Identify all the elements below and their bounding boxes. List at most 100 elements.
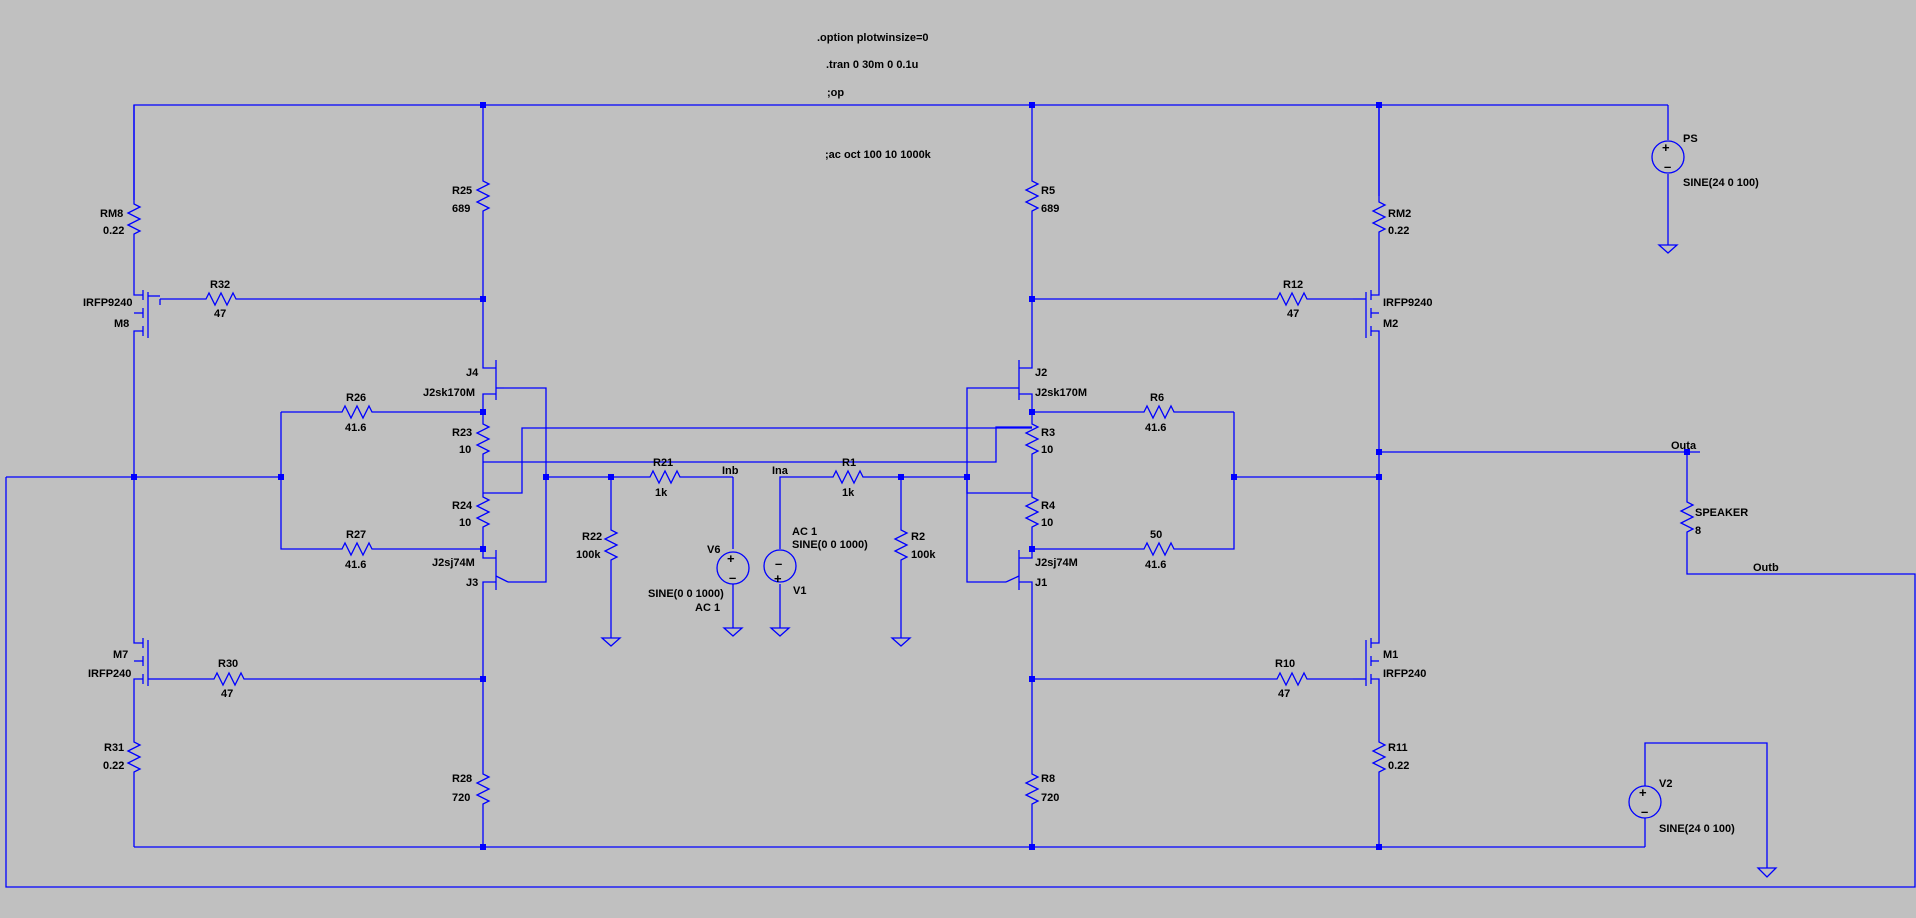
resistor-R4[interactable]: R4 10	[1024, 493, 1056, 533]
plus-icon: +	[774, 571, 782, 586]
resistor-R30[interactable]: R30 47	[210, 658, 246, 700]
resistor-R22[interactable]: R22 100k	[576, 525, 619, 565]
resistor-value: 10	[459, 517, 471, 529]
resistor-name: R31	[104, 742, 124, 754]
resistor-R21[interactable]: R21 1k	[646, 457, 682, 499]
jfet-J1[interactable]: J2sj74M J1	[1005, 550, 1078, 590]
source-V1[interactable]: – + AC 1 SINE(0 0 1000) V1	[763, 526, 868, 597]
resistor-R26[interactable]: R26 41.6	[338, 392, 374, 434]
resistor-name: R2	[911, 531, 925, 543]
source-ac: AC 1	[792, 526, 817, 538]
resistor-value: 720	[1041, 792, 1059, 804]
resistor-value: 41.6	[1145, 559, 1166, 571]
resistor-name: SPEAKER	[1695, 507, 1748, 519]
jfet-name: J1	[1035, 577, 1047, 589]
resistor-R24[interactable]: R24 10	[452, 493, 491, 533]
mosfet-M1[interactable]: M1 IRFP240	[1353, 638, 1426, 686]
mosfet-M8[interactable]: IRFP9240 M8	[83, 290, 161, 338]
jfet-model: J2sk170M	[423, 387, 475, 399]
spice-directive-tran[interactable]: .tran 0 30m 0 0.1u	[826, 59, 918, 71]
minus-icon: –	[1641, 804, 1648, 819]
minus-icon: –	[1664, 159, 1671, 174]
resistor-value: 47	[221, 688, 233, 700]
jfet-J2[interactable]: J2 J2sk170M	[1010, 360, 1087, 402]
resistor-value: 47	[1278, 688, 1290, 700]
mosfet-model: IRFP240	[88, 668, 131, 680]
jfet-J4[interactable]: J4 J2sk170M	[423, 360, 504, 402]
resistor-R12[interactable]: R12 47	[1273, 279, 1309, 320]
resistor-R25[interactable]: R25 689	[452, 175, 491, 219]
plus-icon: +	[727, 551, 735, 566]
resistor-value: 47	[214, 308, 226, 320]
mosfet-model: IRFP240	[1383, 668, 1426, 680]
source-V2[interactable]: + – V2 SINE(24 0 100)	[1628, 778, 1735, 835]
source-name: V1	[793, 585, 806, 597]
resistor-R27[interactable]: R27 41.6	[338, 529, 374, 571]
mosfet-name: M1	[1383, 649, 1398, 661]
source-value: SINE(24 0 100)	[1683, 177, 1759, 189]
resistor-value: 689	[452, 203, 470, 215]
source-ac: AC 1	[695, 602, 720, 614]
resistor-RM2[interactable]: RM2 0.22	[1371, 196, 1411, 240]
mosfet-name: M7	[113, 649, 128, 661]
resistor-R2[interactable]: R2 100k	[893, 525, 936, 565]
resistor-value: 1k	[842, 487, 855, 499]
ground-icon	[769, 627, 791, 637]
resistor-R6[interactable]: R6 41.6	[1140, 392, 1176, 434]
resistor-value: 100k	[911, 549, 936, 561]
resistor-R11[interactable]: R11 0.22	[1371, 738, 1409, 778]
resistor-value: 10	[1041, 444, 1053, 456]
ground-icon	[890, 637, 912, 647]
mosfet-name: M2	[1383, 318, 1398, 330]
resistor-name: R23	[452, 427, 472, 439]
resistor-R1[interactable]: R1 1k	[829, 457, 865, 499]
spice-directive-option[interactable]: .option plotwinsize=0	[817, 32, 929, 44]
source-PS[interactable]: + – PS SINE(24 0 100)	[1651, 133, 1759, 189]
resistor-value: 1k	[655, 487, 668, 499]
resistor-name: R8	[1041, 773, 1055, 785]
jfet-name: J4	[466, 367, 479, 379]
source-V6[interactable]: + – V6 SINE(0 0 1000) AC 1	[648, 544, 750, 614]
mosfet-M7[interactable]: M7 IRFP240	[88, 638, 160, 686]
resistor-value: 10	[1041, 517, 1053, 529]
resistor-name: R28	[452, 773, 472, 785]
resistor-name: 50	[1150, 529, 1162, 541]
resistor-value: 689	[1041, 203, 1059, 215]
resistor-value: 41.6	[345, 422, 366, 434]
junctions	[131, 102, 1690, 850]
resistor-speaker[interactable]: SPEAKER 8	[1679, 498, 1748, 538]
spice-directive-ac[interactable]: ;ac oct 100 10 1000k	[825, 149, 932, 161]
source-value: SINE(24 0 100)	[1659, 823, 1735, 835]
resistor-name: R21	[653, 457, 673, 469]
resistor-name: R30	[218, 658, 238, 670]
jfet-model: J2sj74M	[1035, 557, 1078, 569]
resistor-name: R32	[210, 279, 230, 291]
jfet-name: J3	[466, 577, 478, 589]
ground-icon	[1756, 867, 1778, 878]
spice-directive-op[interactable]: ;op	[827, 87, 844, 99]
resistor-R8[interactable]: R8 720	[1024, 768, 1059, 812]
resistor-name: R3	[1041, 427, 1055, 439]
resistor-value: 100k	[576, 549, 601, 561]
mosfet-model: IRFP9240	[1383, 297, 1433, 309]
resistor-R23[interactable]: R23 10	[452, 420, 491, 460]
mosfet-M2[interactable]: IRFP9240 M2	[1353, 290, 1433, 338]
jfet-name: J2	[1035, 367, 1047, 379]
resistor-R28[interactable]: R28 720	[452, 768, 491, 812]
jfet-model: J2sk170M	[1035, 387, 1087, 399]
resistor-name: R1	[842, 457, 856, 469]
resistor-R10[interactable]: R10 47	[1273, 658, 1309, 700]
resistor-50[interactable]: 50 41.6	[1140, 529, 1176, 571]
resistor-R32[interactable]: R32 47	[202, 279, 238, 320]
source-name: PS	[1683, 133, 1698, 145]
resistor-name: R12	[1283, 279, 1303, 291]
resistor-RM8[interactable]: RM8 0.22	[100, 200, 142, 240]
resistor-R3[interactable]: R3 10	[1024, 420, 1055, 460]
net-label-inb: Inb	[722, 465, 739, 477]
resistor-name: R4	[1041, 500, 1056, 512]
plus-icon: +	[1662, 140, 1670, 155]
jfet-J3[interactable]: J2sj74M J3	[432, 550, 509, 590]
resistor-R5[interactable]: R5 689	[1024, 175, 1059, 219]
resistor-R31[interactable]: R31 0.22	[103, 738, 142, 778]
